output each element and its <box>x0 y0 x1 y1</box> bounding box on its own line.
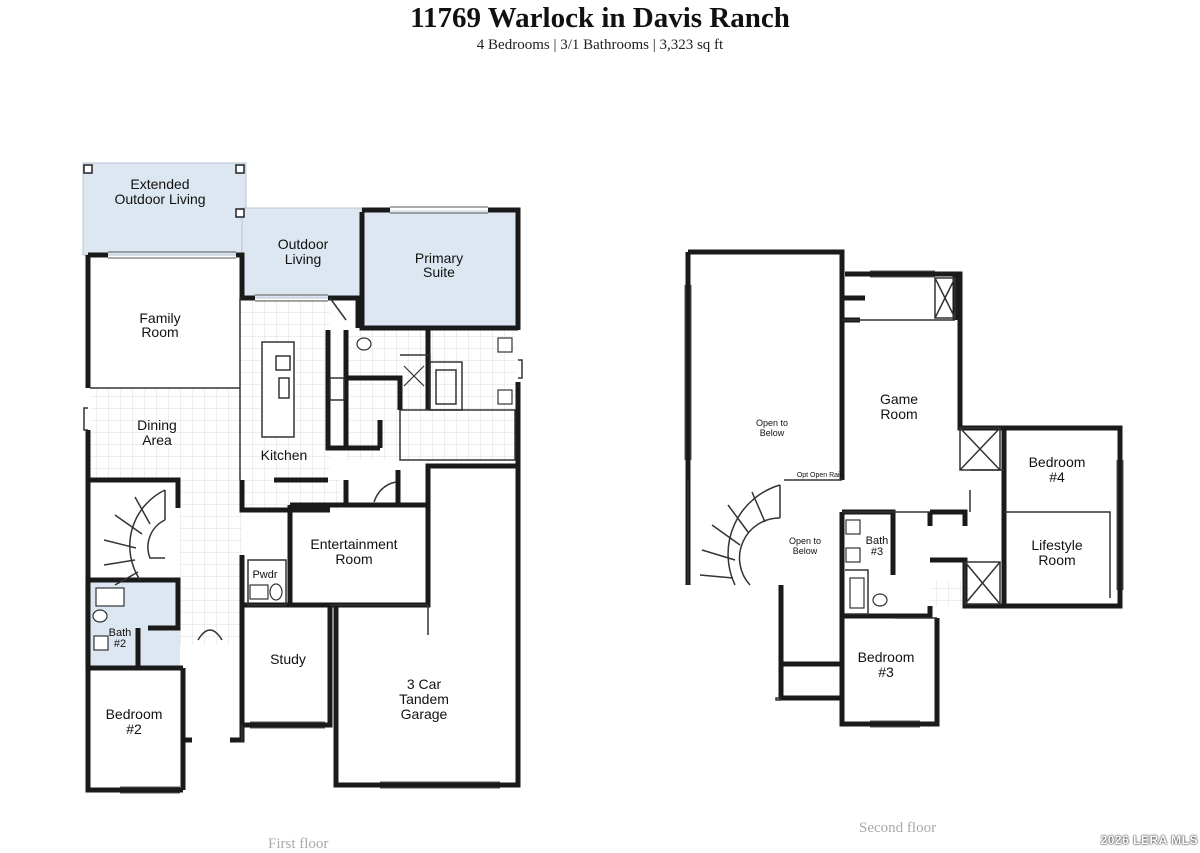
second-floor-labels: Open to Below Opt Open Rail Game Room Be… <box>756 391 1085 680</box>
room-label: Below <box>793 546 818 556</box>
room-label: Bedroom <box>1029 454 1086 470</box>
first-floor-labels: Extended Outdoor Living Outdoor Living P… <box>106 176 464 737</box>
room-label: Outdoor Living <box>114 191 205 207</box>
room-label: Opt Open Rail <box>797 472 842 479</box>
room-label: Outdoor <box>278 236 329 252</box>
room-label: Bedroom <box>858 649 915 665</box>
room-label: Entertainment <box>310 536 397 552</box>
room-label: Family <box>139 310 180 326</box>
bath3-fixtures <box>845 519 888 609</box>
room-label: Dining <box>137 417 177 433</box>
room-label: Room <box>880 406 917 422</box>
first-floor-caption: First floor <box>268 836 329 852</box>
first-floor-walls <box>85 207 521 793</box>
porch-posts <box>83 164 245 218</box>
first-floor-windows <box>108 206 500 794</box>
room-label: #4 <box>1049 469 1065 485</box>
first-floor-thin-walls <box>83 297 523 742</box>
room-label: Game <box>880 391 918 407</box>
dining-tile <box>90 390 240 480</box>
room-label: Garage <box>401 706 448 722</box>
room-label: 3 Car <box>407 676 442 692</box>
room-label: Study <box>270 651 306 667</box>
bath-tile <box>346 330 516 460</box>
room-label: Room <box>141 324 178 340</box>
room-label: #3 <box>878 664 894 680</box>
room-label: Room <box>335 551 372 567</box>
kitchen-island <box>261 341 345 438</box>
room-label: Lifestyle <box>1031 537 1083 553</box>
primary-bath-fixtures <box>92 337 513 651</box>
room-label: #2 <box>126 721 142 737</box>
first-floor-staircase <box>103 489 166 586</box>
room-label: Bath <box>866 535 889 547</box>
second-floor-plan: Open to Below Opt Open Rail Game Room Be… <box>684 249 1124 728</box>
room-label: Suite <box>423 264 455 280</box>
second-floor-caption: Second floor <box>859 820 937 836</box>
foyer-tile <box>180 480 242 645</box>
extended-outdoor-living-area <box>82 162 247 256</box>
second-floor-staircase <box>699 484 781 586</box>
room-label: Tandem <box>399 691 449 707</box>
room-label: Kitchen <box>261 447 308 463</box>
listing-title: 11769 Warlock in Davis Ranch <box>410 2 790 34</box>
room-label: Pwdr <box>252 569 277 581</box>
room-label: Living <box>285 251 322 267</box>
room-label: Open to <box>756 418 788 428</box>
room-label: Bedroom <box>106 706 163 722</box>
room-label: Extended <box>130 176 189 192</box>
first-floor-plan: Extended Outdoor Living Outdoor Living P… <box>82 162 523 794</box>
primary-suite-area <box>362 210 518 328</box>
room-label: Room <box>1038 552 1075 568</box>
second-floor-windows <box>684 270 1124 728</box>
listing-subtitle: 4 Bedrooms | 3/1 Bathrooms | 3,323 sq ft <box>476 37 724 53</box>
room-label: #2 <box>114 638 126 650</box>
room-label: Open to <box>789 536 821 546</box>
room-label: Below <box>760 428 785 438</box>
powder-fixtures <box>249 583 283 601</box>
room-label: Area <box>142 432 172 448</box>
room-label: #3 <box>871 546 883 558</box>
second-floor-thin-walls <box>687 277 1111 701</box>
room-label: Primary <box>415 250 463 266</box>
room-label: Bath <box>109 627 132 639</box>
watermark: 2026 LERA MLS <box>1100 833 1198 847</box>
